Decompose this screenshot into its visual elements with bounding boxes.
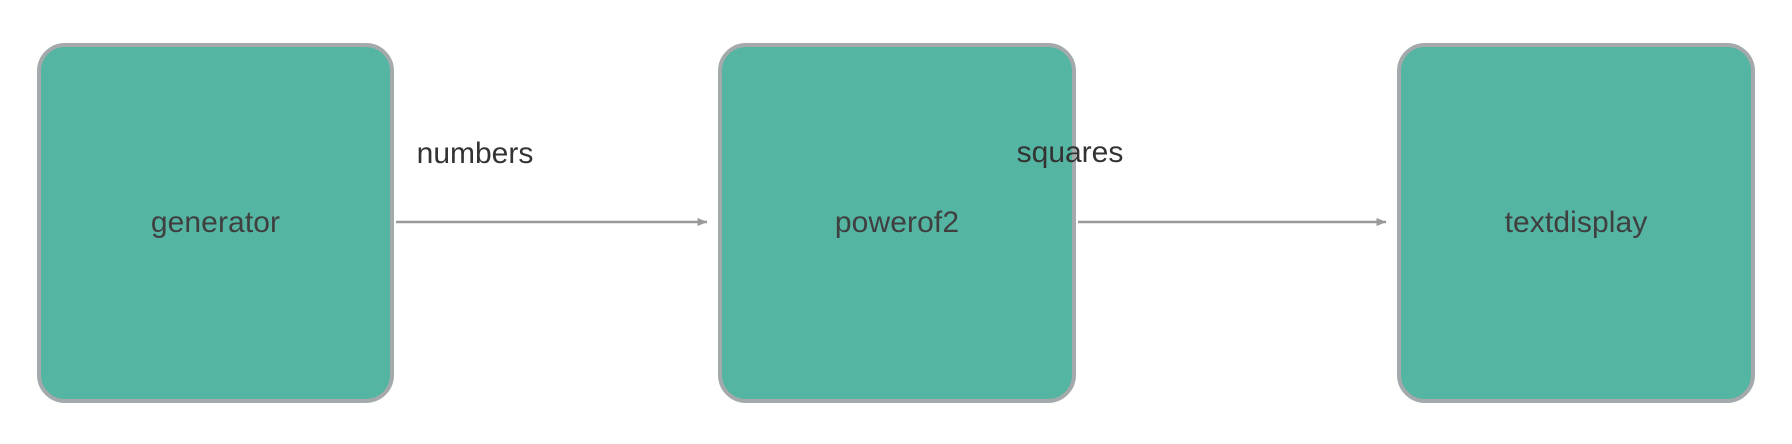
- flow-node-textdisplay[interactable]: textdisplay: [1397, 43, 1755, 403]
- flow-node-powerof2-label: powerof2: [834, 206, 960, 239]
- flow-node-generator-label: generator: [150, 206, 281, 239]
- edge-label-squares: squares: [1016, 136, 1124, 169]
- edge-label-numbers: numbers: [416, 137, 534, 170]
- flow-node-textdisplay-label: textdisplay: [1504, 206, 1648, 239]
- flow-node-generator[interactable]: generator: [37, 43, 394, 403]
- flow-node-powerof2[interactable]: powerof2: [718, 43, 1076, 403]
